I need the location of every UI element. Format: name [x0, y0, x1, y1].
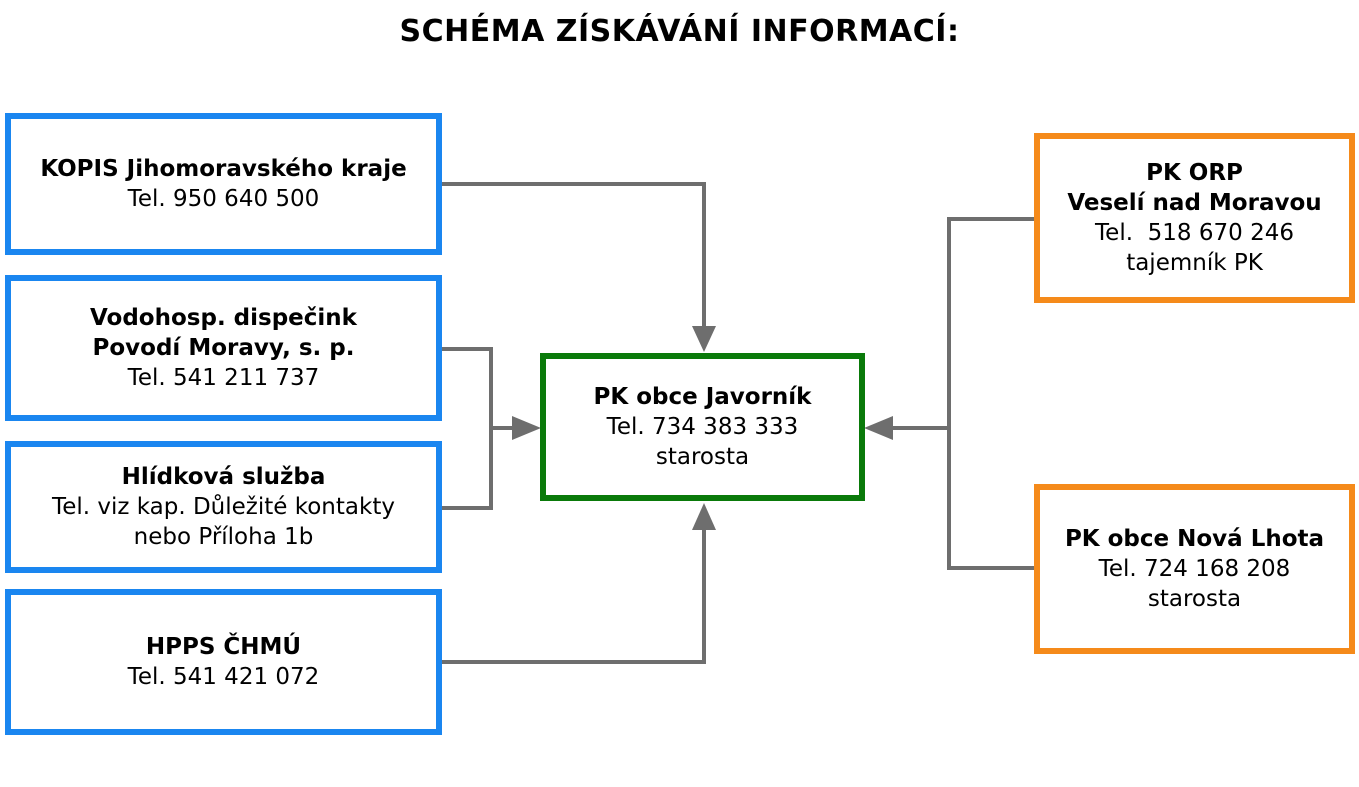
node-nova-lhota: PK obce Nová Lhota Tel. 724 168 208 star…	[1034, 484, 1355, 654]
node-hlidkova-title: Hlídková služba	[121, 464, 326, 490]
node-hlidkova-line-2: nebo Příloha 1b	[133, 524, 314, 550]
node-center-phone: Tel. 734 383 333	[606, 414, 799, 440]
node-nova-lhota-role: starosta	[1147, 586, 1242, 612]
node-kopis: KOPIS Jihomoravského kraje Tel. 950 640 …	[5, 113, 442, 255]
node-orp-title-2: Veselí nad Moravou	[1067, 190, 1322, 216]
node-hlidkova-line-1: Tel. viz kap. Důležité kontakty	[52, 494, 395, 520]
diagram-title: SCHÉMA ZÍSKÁVÁNÍ INFORMACÍ:	[399, 14, 960, 49]
node-orp-phone: Tel. 518 670 246	[1095, 220, 1294, 246]
node-vodohosp-title-2: Povodí Moravy, s. p.	[92, 335, 355, 361]
node-orp-role: tajemník PK	[1126, 250, 1263, 276]
edge-kopis-center	[441, 182, 706, 328]
node-center-title: PK obce Javorník	[593, 384, 812, 410]
node-vodohosp-title-1: Vodohosp. dispečink	[90, 305, 357, 331]
node-orp-title-1: PK ORP	[1146, 160, 1243, 186]
edge-hpps-center	[441, 528, 706, 664]
edge-vodohosp-center	[441, 347, 493, 510]
edge-orp-center	[947, 217, 1036, 570]
node-kopis-title: KOPIS Jihomoravského kraje	[40, 156, 407, 182]
node-vodohosp-phone: Tel. 541 211 737	[127, 365, 320, 391]
node-hpps-phone: Tel. 541 421 072	[127, 664, 320, 690]
node-nova-lhota-phone: Tel. 724 168 208	[1098, 556, 1291, 582]
node-hlidkova: Hlídková služba Tel. viz kap. Důležité k…	[5, 441, 442, 573]
node-center: PK obce Javorník Tel. 734 383 333 staros…	[540, 353, 865, 501]
node-kopis-phone: Tel. 950 640 500	[127, 186, 320, 212]
node-nova-lhota-title: PK obce Nová Lhota	[1064, 526, 1325, 552]
node-orp: PK ORP Veselí nad Moravou Tel. 518 670 2…	[1034, 133, 1355, 303]
node-hpps: HPPS ČHMÚ Tel. 541 421 072	[5, 589, 442, 735]
node-vodohosp: Vodohosp. dispečink Povodí Moravy, s. p.…	[5, 275, 442, 421]
node-center-role: starosta	[655, 444, 750, 470]
node-hpps-title: HPPS ČHMÚ	[145, 634, 302, 660]
